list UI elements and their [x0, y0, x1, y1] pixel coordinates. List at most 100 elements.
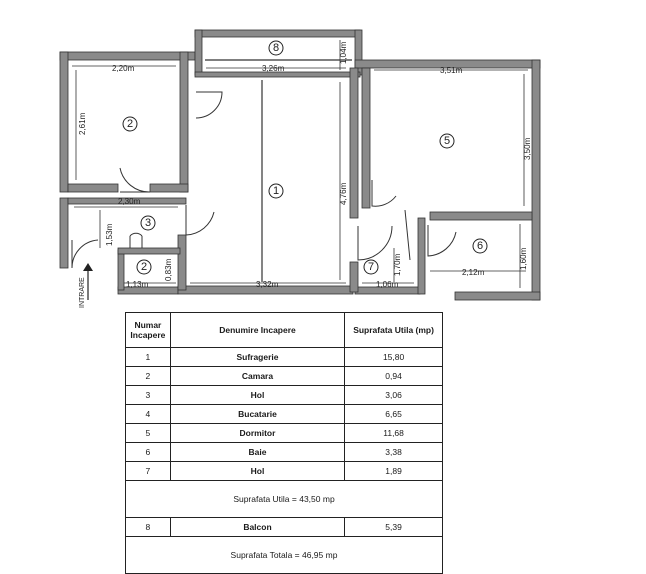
svg-text:3: 3 — [145, 217, 151, 229]
dim-label: 4,76m — [339, 182, 348, 205]
room-area-cell: 3,38 — [344, 442, 443, 462]
svg-text:7: 7 — [368, 261, 374, 273]
svg-text:8: 8 — [273, 42, 279, 54]
table-row: 8 Balcon 5,39 — [125, 517, 443, 537]
room-area-cell: 3,06 — [344, 385, 443, 405]
wall — [454, 291, 541, 301]
useful-total: Suprafata Utila = 43,50 mp — [125, 480, 443, 518]
room-area-cell: 1,89 — [344, 461, 443, 481]
wall — [349, 261, 359, 293]
door-arc — [195, 91, 223, 119]
dim-label: 3,32m — [256, 280, 279, 289]
room-number-cell: 6 — [125, 442, 171, 462]
wall — [194, 29, 361, 38]
wall — [149, 183, 189, 193]
grand-total-row: Suprafata Totala = 46,95 mp — [125, 536, 443, 574]
wall — [349, 67, 359, 219]
dim-label: 3,26m — [262, 64, 285, 73]
room-name-cell: Balcon — [169, 517, 346, 537]
wall — [59, 51, 196, 61]
wall — [194, 71, 361, 78]
dim-label: 1,60m — [519, 247, 528, 270]
door-arc — [185, 205, 215, 236]
dim-label: 3,51m — [440, 66, 463, 75]
room-name-cell: Sufragerie — [169, 347, 346, 367]
room-number: 3 — [140, 215, 156, 231]
svg-text:1: 1 — [273, 185, 279, 197]
room-area-cell: 6,65 — [344, 404, 443, 424]
room-name-cell: Bucatarie — [169, 404, 346, 424]
room-area-cell: 0,94 — [344, 366, 443, 386]
room-area-cell: 5,39 — [344, 517, 443, 537]
door-arc — [357, 225, 393, 261]
wall — [117, 249, 125, 291]
wall — [177, 234, 187, 291]
room-name-cell: Hol — [169, 461, 346, 481]
entrance-label: INTRARE — [79, 277, 86, 308]
room-number: 2 — [136, 259, 152, 275]
room-number: 1 — [268, 183, 284, 199]
floor-plan: 2,20m 3,26m 3,51m 1,04m 2,61m 3,50m 2,30… — [59, 29, 541, 308]
svg-text:6: 6 — [477, 240, 483, 252]
room-number-cell: 8 — [125, 517, 171, 537]
room-number: 8 — [268, 40, 284, 56]
svg-text:2: 2 — [127, 118, 133, 130]
wall — [117, 247, 181, 255]
wall — [194, 29, 203, 76]
dim-label: 2,12m — [462, 268, 485, 277]
door-arc — [404, 209, 411, 261]
room-name-cell: Camara — [169, 366, 346, 386]
door-arc — [427, 225, 457, 257]
wall — [179, 51, 189, 193]
room-number: 5 — [439, 133, 455, 149]
dim-label: 1,13m — [126, 280, 149, 289]
room-number-cell: 4 — [125, 404, 171, 424]
room-name-cell: Hol — [169, 385, 346, 405]
room-area-cell: 11,68 — [344, 423, 443, 443]
dim-label: 2,61m — [78, 112, 87, 135]
svg-text:2: 2 — [141, 261, 147, 273]
dim-label: 1,04m — [339, 41, 348, 64]
header-useful-area: Suprafata Utila (mp) — [344, 312, 443, 348]
room-number-cell: 3 — [125, 385, 171, 405]
wall — [417, 217, 426, 295]
door-arc — [119, 167, 151, 193]
dim-label: 0,83m — [164, 258, 173, 281]
dim-label: 1,06m — [376, 280, 399, 289]
dim-label: 2,20m — [112, 64, 135, 73]
room-area-cell: 15,80 — [344, 347, 443, 367]
room-number-cell: 2 — [125, 366, 171, 386]
wall — [531, 59, 541, 301]
dim-label: 3,50m — [523, 137, 532, 160]
room-area-table: Numar Incapere Denumire Incapere Suprafa… — [125, 312, 443, 574]
room-name-cell: Baie — [169, 442, 346, 462]
wall — [361, 67, 371, 209]
door-arc — [371, 180, 397, 207]
grand-total: Suprafata Totala = 46,95 mp — [125, 536, 443, 574]
room-number: 2 — [122, 116, 138, 132]
area-table: Numar Incapere Denumire Incapere Suprafa… — [125, 312, 443, 574]
door-arc — [129, 232, 143, 248]
dim-label: 1,70m — [393, 253, 402, 276]
table-header-row: Numar Incapere Denumire Incapere Suprafa… — [125, 312, 443, 348]
entrance-arrow-icon — [83, 263, 93, 300]
room-name-cell: Dormitor — [169, 423, 346, 443]
wall — [67, 197, 187, 205]
room-number-cell: 1 — [125, 347, 171, 367]
door-arc — [71, 239, 99, 269]
wall — [59, 51, 69, 193]
svg-text:5: 5 — [444, 135, 450, 147]
wall — [67, 183, 119, 193]
header-room-name: Denumire Incapere — [169, 312, 346, 348]
room-number-cell: 7 — [125, 461, 171, 481]
room-number: 6 — [472, 238, 488, 254]
wall — [429, 211, 533, 221]
room-number: 7 — [363, 259, 379, 275]
